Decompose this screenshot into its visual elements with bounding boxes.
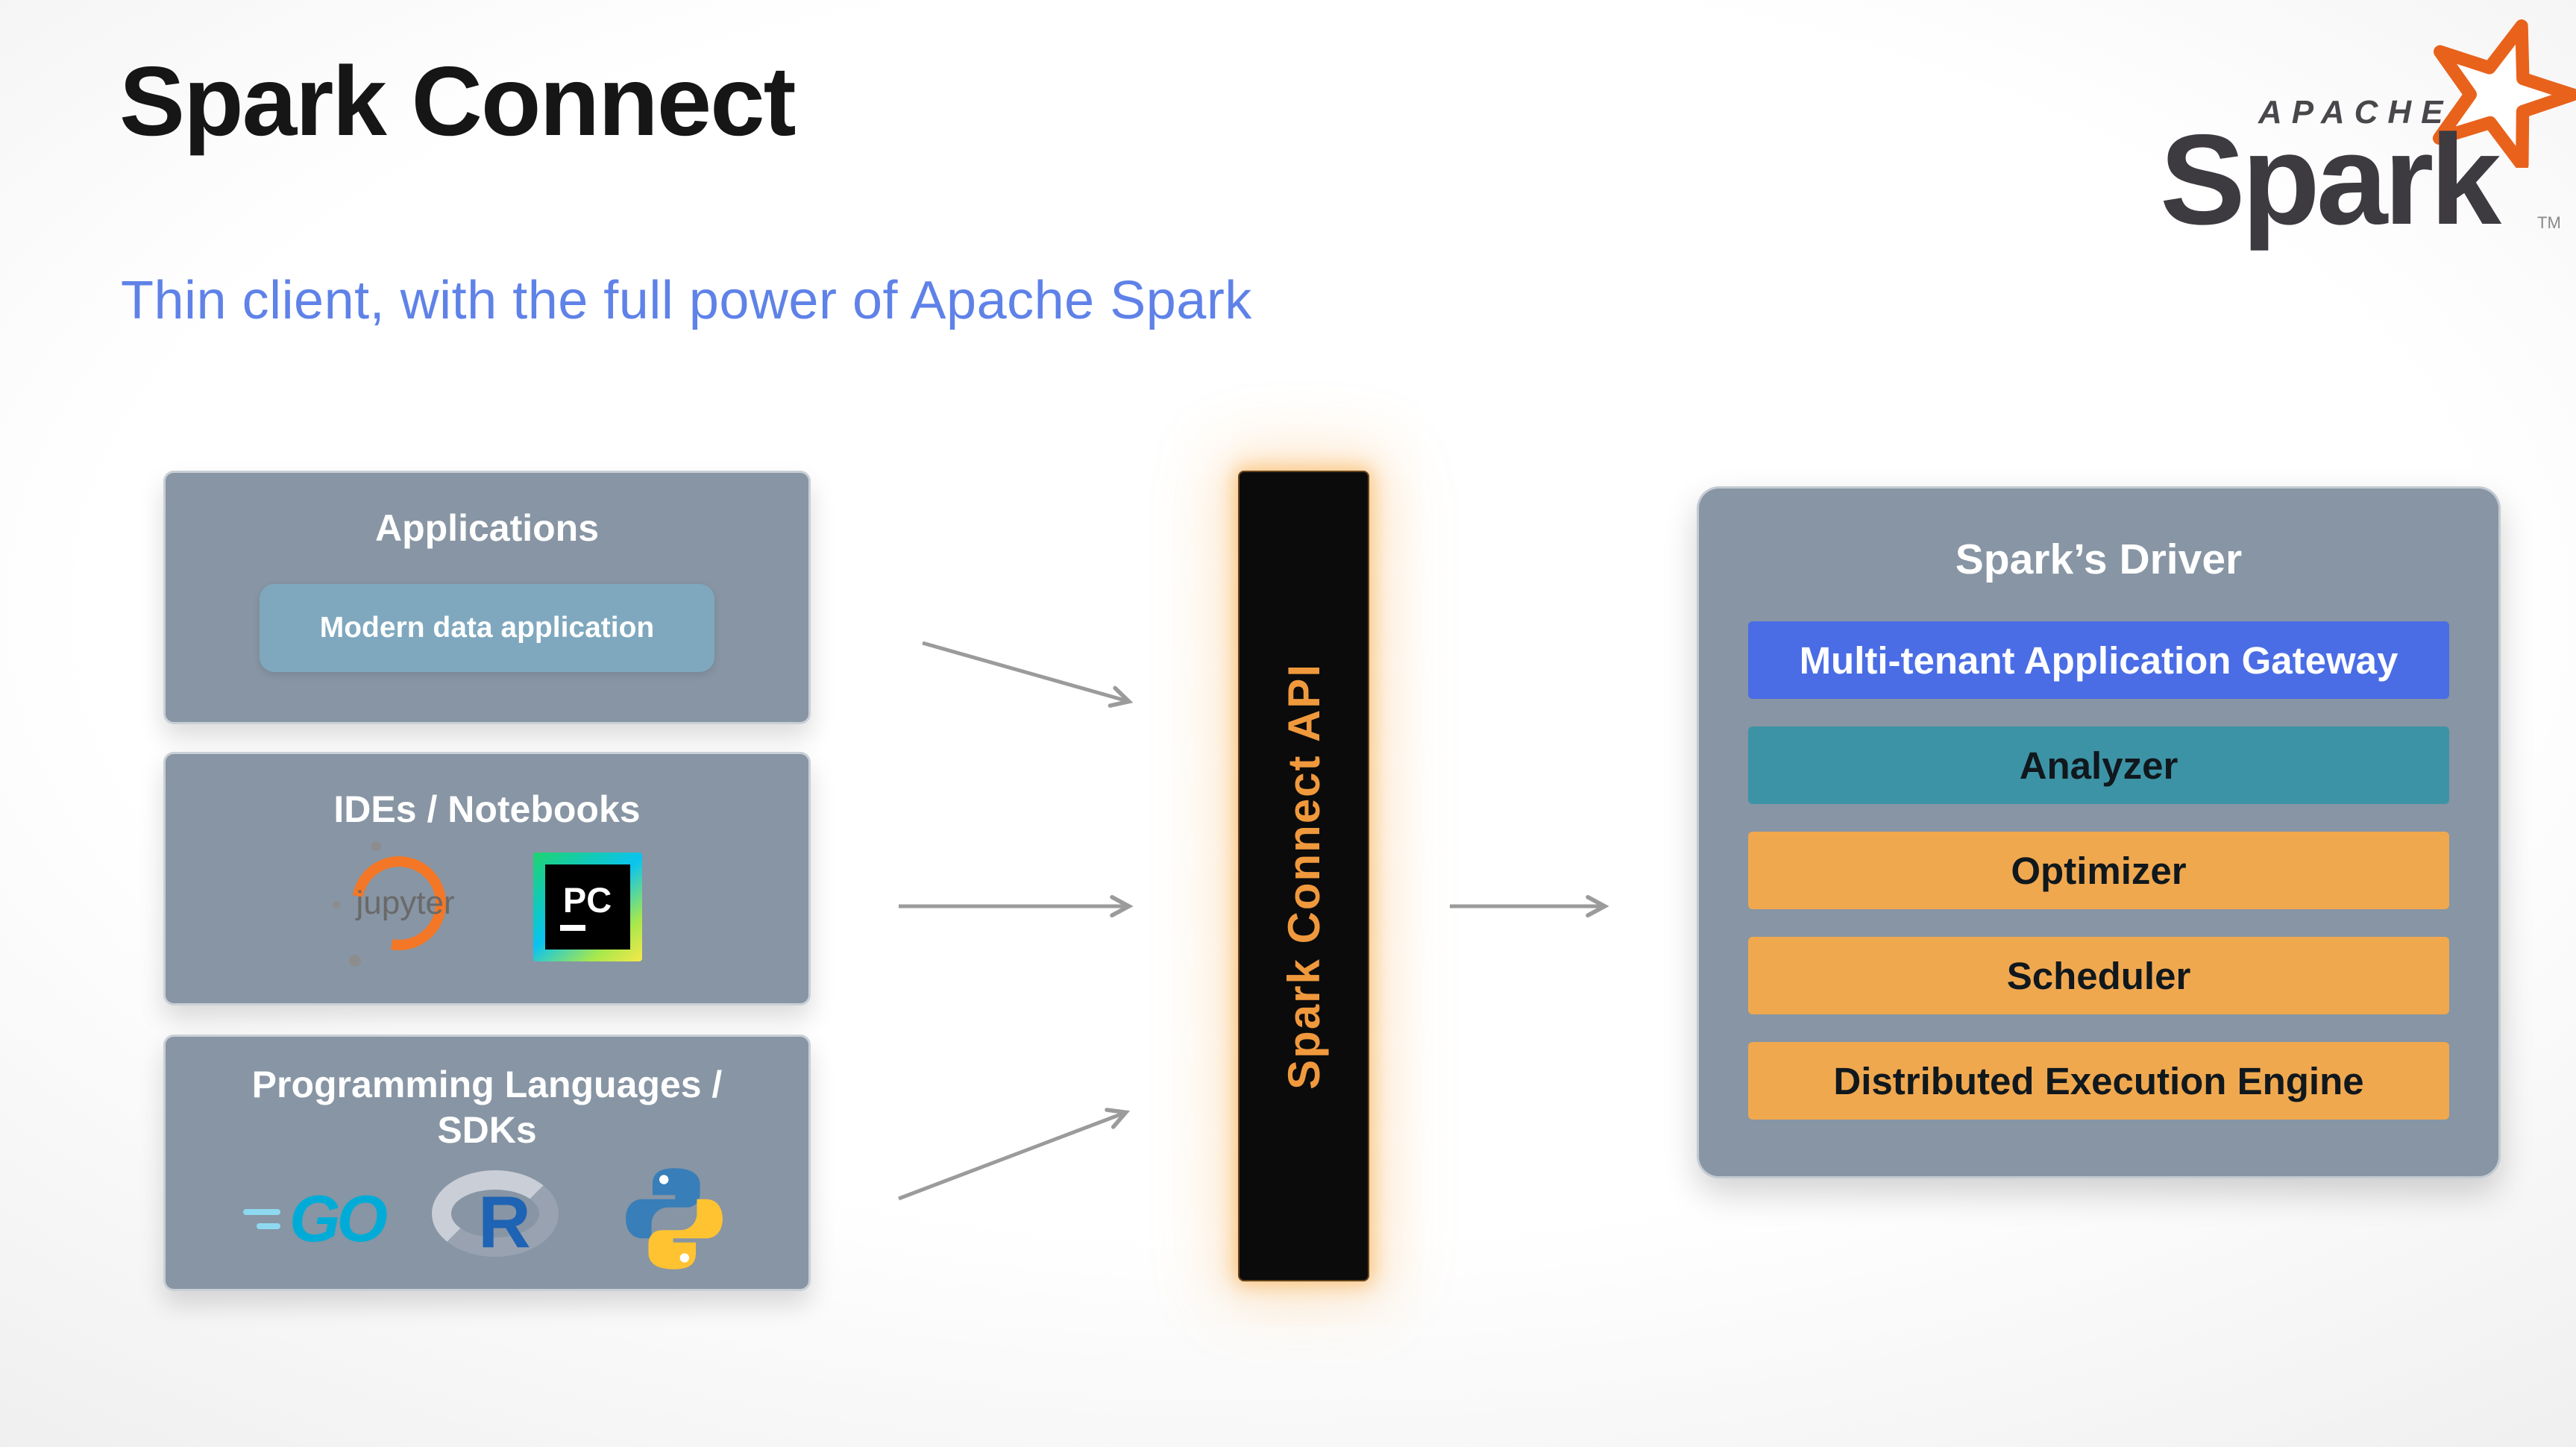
subtitle: Thin client, with the full power of Apac… xyxy=(121,271,1252,330)
spark-driver-title: Spark’s Driver xyxy=(1955,536,2243,583)
spark-connect-api-label: Spark Connect API xyxy=(1278,662,1329,1090)
applications-box: Applications Modern data application xyxy=(163,471,811,724)
programming-languages-box-title: Programming Languages / SDKs xyxy=(251,1064,723,1151)
jupyter-dot xyxy=(371,841,381,851)
r-language-icon: R xyxy=(431,1170,570,1267)
arrow-languages-to-api xyxy=(898,1108,1131,1201)
spark-connect-api-bar: Spark Connect API xyxy=(1238,471,1369,1281)
r-label: R xyxy=(477,1181,531,1263)
pycharm-icon: PC xyxy=(533,852,642,961)
programming-languages-box: Programming Languages / SDKs GO R xyxy=(163,1035,811,1291)
language-icons-row: GO R xyxy=(243,1162,731,1275)
apache-spark-logo: APACHE Spark TM xyxy=(2155,10,2576,251)
driver-row-analyzer: Analyzer xyxy=(1748,726,2449,804)
spark-driver-rows: Multi-tenant Application Gateway Analyze… xyxy=(1748,621,2449,1120)
ide-icons-row: jupyter PC xyxy=(332,838,642,972)
logo-trademark: TM xyxy=(2537,213,2561,232)
driver-row-scheduler: Scheduler xyxy=(1748,937,2449,1014)
pycharm-underscore xyxy=(559,925,585,931)
jupyter-icon: jupyter xyxy=(332,838,486,972)
pycharm-label: PC xyxy=(562,880,612,920)
go-label: GO xyxy=(289,1181,388,1255)
driver-row-optimizer: Optimizer xyxy=(1748,832,2449,909)
python-icon xyxy=(626,1168,723,1269)
modern-data-application-chip: Modern data application xyxy=(260,584,714,672)
driver-row-gateway: Multi-tenant Application Gateway xyxy=(1748,621,2449,699)
jupyter-dot xyxy=(332,901,340,908)
page-title: Spark Connect xyxy=(119,46,797,156)
driver-row-execution-engine: Distributed Execution Engine xyxy=(1748,1042,2449,1120)
spark-star-icon xyxy=(2432,19,2576,168)
arrow-applications-to-api xyxy=(922,641,1134,708)
ides-notebooks-box-title: IDEs / Notebooks xyxy=(333,788,641,830)
spark-driver-box: Spark’s Driver Multi-tenant Application … xyxy=(1697,486,2501,1178)
ides-notebooks-box: IDEs / Notebooks jupyter PC xyxy=(163,752,811,1005)
jupyter-label: jupyter xyxy=(356,885,455,921)
applications-box-title: Applications xyxy=(374,507,600,549)
go-icon: GO xyxy=(243,1181,388,1255)
logo-apache-text: APACHE xyxy=(2258,94,2453,131)
go-speed-lines xyxy=(243,1208,281,1229)
jupyter-dot xyxy=(348,955,361,967)
pycharm-icon-inner: PC xyxy=(544,864,630,950)
logo-spark-text: Spark xyxy=(2160,108,2501,251)
